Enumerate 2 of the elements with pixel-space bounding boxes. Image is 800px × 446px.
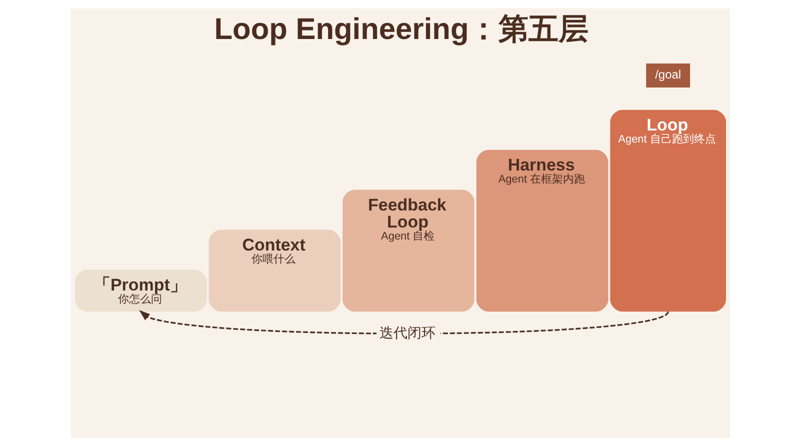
diagram-title: Loop Engineering：第五层: [214, 13, 588, 46]
edge-label: 迭代闭环: [379, 324, 436, 340]
